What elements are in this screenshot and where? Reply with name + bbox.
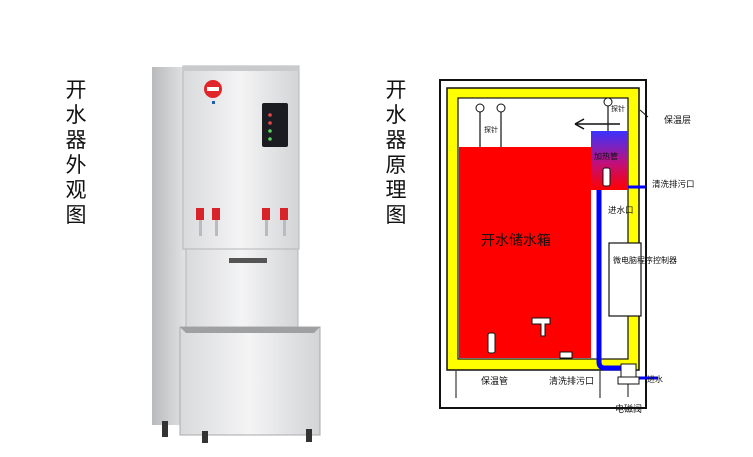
brand-dot-icon <box>212 101 215 104</box>
controller-box <box>608 242 642 317</box>
foot-icon <box>306 429 312 442</box>
control-panel <box>262 103 288 147</box>
inlet-label: 进水口 <box>608 205 634 216</box>
temp-probe-icon <box>487 332 496 354</box>
boiler-drip-tray <box>180 327 320 333</box>
temp-probe-label: 保温管 <box>481 375 508 387</box>
tap-left-2-icon <box>212 208 220 236</box>
flow-arrow-head-icon <box>574 118 585 130</box>
probe-icon <box>475 103 485 113</box>
probe-icon <box>603 97 613 107</box>
exterior-title: 开水器外观图 <box>65 78 87 227</box>
boiler-photo <box>152 65 321 443</box>
drain-outlet-icon <box>559 351 573 359</box>
brand-logo-mark <box>207 87 219 91</box>
solenoid-valve-body <box>617 376 640 385</box>
nameplate <box>229 258 267 263</box>
tap-right-2-icon <box>280 208 288 236</box>
insulation-label: 保温层 <box>664 114 691 126</box>
boiler-base-cabinet <box>179 326 321 436</box>
cleaning-drain-right-label: 清洗排污口 <box>652 179 695 190</box>
heating-element-icon <box>602 167 611 187</box>
water-in-label: 进水 <box>647 374 663 384</box>
indicator-light-icon <box>268 121 272 125</box>
heating-label: 加热管 <box>594 151 618 161</box>
solenoid-label: 电磁阀 <box>615 403 642 415</box>
inlet-pipe <box>596 190 626 371</box>
indicator-light-icon <box>268 137 272 141</box>
probe-left-label: 探针 <box>484 125 498 134</box>
controller-label: 微电脑程序控制器 <box>613 255 677 265</box>
foot-icon <box>162 421 168 437</box>
probe-icon <box>496 103 506 113</box>
hot-water-tank <box>459 147 591 358</box>
tank-label: 开水储水箱 <box>481 233 551 249</box>
insulation-leader <box>639 109 649 118</box>
tap-outlet-icon <box>531 317 551 337</box>
principle-diagram: 保温层 开水储水箱 加热管 清洗排污口 进水口 微电脑程序控制器 保温管 清洗排… <box>439 79 695 415</box>
foot-icon <box>202 431 208 443</box>
solenoid-valve-icon <box>620 363 637 378</box>
tap-left-1-icon <box>196 208 204 236</box>
probe-right-label: 探针 <box>611 104 625 113</box>
tap-right-1-icon <box>262 208 270 236</box>
indicator-light-icon <box>268 129 272 133</box>
cleaning-drain-bottom-label: 清洗排污口 <box>549 375 594 387</box>
principle-title: 开水器原理图 <box>385 78 407 227</box>
indicator-light-icon <box>268 113 272 117</box>
boiler-top-lid <box>183 66 299 71</box>
